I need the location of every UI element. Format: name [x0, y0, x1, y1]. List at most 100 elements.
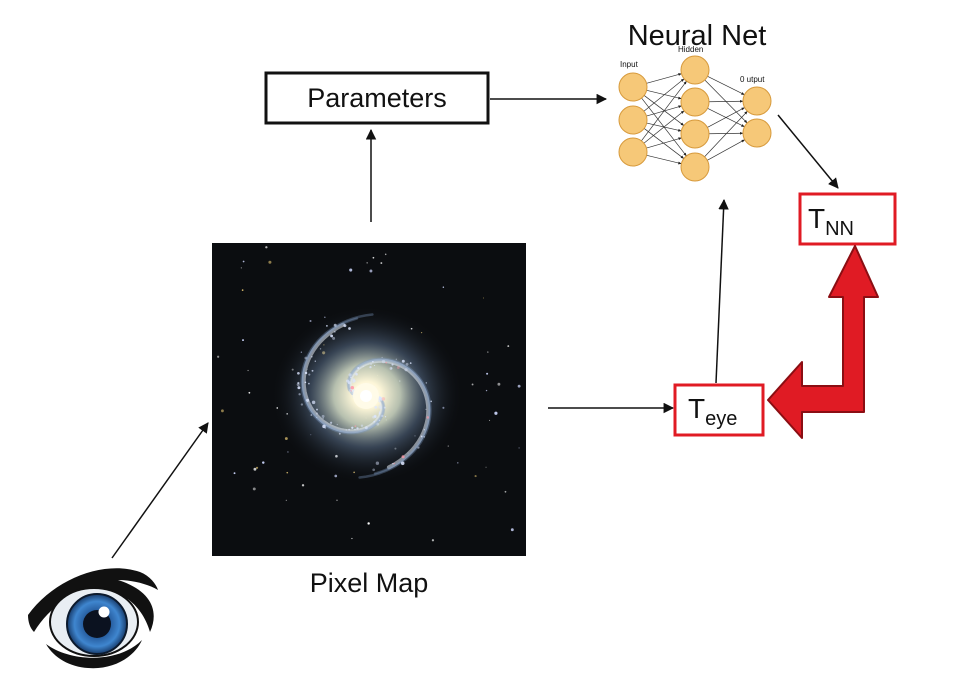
star [474, 474, 477, 478]
star-cluster [308, 373, 311, 376]
star-cluster [375, 461, 380, 465]
svg-text:Teye: Teye [688, 393, 737, 430]
star-cluster [351, 426, 354, 429]
star-cluster [304, 381, 307, 384]
star-cluster [343, 324, 347, 328]
star [442, 286, 445, 288]
star-cluster [338, 432, 341, 435]
star [483, 297, 484, 299]
nn-connection [641, 80, 687, 142]
star-cluster [378, 419, 381, 422]
star-cluster [348, 373, 352, 377]
star [336, 499, 338, 501]
star-cluster [310, 414, 313, 416]
t-nn-base: T [808, 203, 825, 234]
star-cluster [372, 468, 376, 472]
star-cluster [420, 435, 423, 438]
star-cluster [376, 422, 380, 426]
t-eye-box: Teye [673, 383, 765, 437]
star-cluster [357, 367, 360, 370]
star [507, 345, 510, 348]
star [447, 445, 449, 447]
nn-hidden-node [680, 152, 710, 182]
nn-input-node [618, 105, 648, 135]
star [485, 389, 488, 392]
star-cluster [393, 462, 395, 465]
star-cluster [306, 368, 308, 370]
nn-connections [641, 73, 748, 165]
star [286, 471, 289, 474]
nn-output-node [742, 118, 772, 148]
star-cluster [401, 455, 405, 459]
star [487, 351, 489, 353]
star-cluster [409, 362, 412, 364]
star [253, 467, 257, 471]
star-cluster [372, 360, 374, 363]
star-cluster [347, 381, 351, 385]
nn-hidden-node [680, 87, 710, 117]
star-cluster [333, 330, 336, 333]
star-cluster [426, 416, 430, 419]
star-cluster [364, 426, 368, 430]
nn-connection [643, 78, 685, 112]
star-cluster [395, 358, 397, 360]
star-cluster [350, 376, 352, 379]
star [255, 466, 259, 469]
star [285, 499, 287, 501]
star-cluster [378, 400, 380, 403]
star [510, 528, 514, 532]
star-cluster [311, 400, 316, 405]
nn-connection [643, 110, 685, 144]
nn-nodes [618, 55, 772, 182]
star [241, 289, 244, 292]
star-cluster [405, 362, 409, 366]
star [240, 267, 242, 269]
t-nn-subscript: NN [825, 218, 854, 240]
star-cluster [385, 361, 388, 364]
star-cluster [425, 408, 427, 410]
t-eye-subscript: eye [705, 408, 737, 430]
arrow-eye-to-pixelmap [111, 422, 209, 559]
star-cluster [326, 325, 328, 327]
star [265, 246, 268, 249]
star [252, 487, 256, 491]
star [268, 260, 272, 264]
star-cluster [392, 462, 394, 465]
pixel-map-caption: Pixel Map [310, 568, 429, 598]
star [497, 382, 501, 386]
star-cluster [401, 359, 405, 363]
star [366, 262, 368, 264]
nn-hidden-node [680, 55, 710, 85]
star-cluster [372, 415, 376, 419]
star [369, 269, 373, 273]
star-cluster [321, 414, 325, 418]
star-cluster [354, 425, 357, 427]
star [242, 260, 245, 263]
star-cluster [297, 381, 300, 385]
star-cluster [369, 365, 372, 369]
nn-connection [646, 73, 682, 84]
star-cluster [373, 420, 376, 423]
spiral-arm [301, 322, 385, 434]
star-cluster [300, 403, 304, 406]
eye-icon [28, 568, 158, 669]
parameters-label: Parameters [307, 83, 447, 113]
star-cluster [430, 400, 433, 403]
star-cluster [378, 396, 382, 400]
star-cluster [316, 408, 318, 411]
star-cluster [345, 429, 347, 431]
star [301, 484, 305, 487]
star-cluster [315, 412, 319, 415]
nn-connection [707, 107, 745, 128]
parameters-box: Parameters [264, 71, 490, 125]
star-cluster [330, 334, 334, 338]
nn-input-label: Input [620, 60, 639, 69]
star-cluster [314, 360, 316, 362]
star-cluster [378, 413, 381, 415]
star-cluster [352, 379, 356, 383]
star-cluster [381, 356, 383, 358]
star-cluster [333, 323, 337, 327]
star-cluster [332, 336, 336, 340]
star-cluster [391, 363, 394, 366]
star-cluster [348, 428, 350, 431]
